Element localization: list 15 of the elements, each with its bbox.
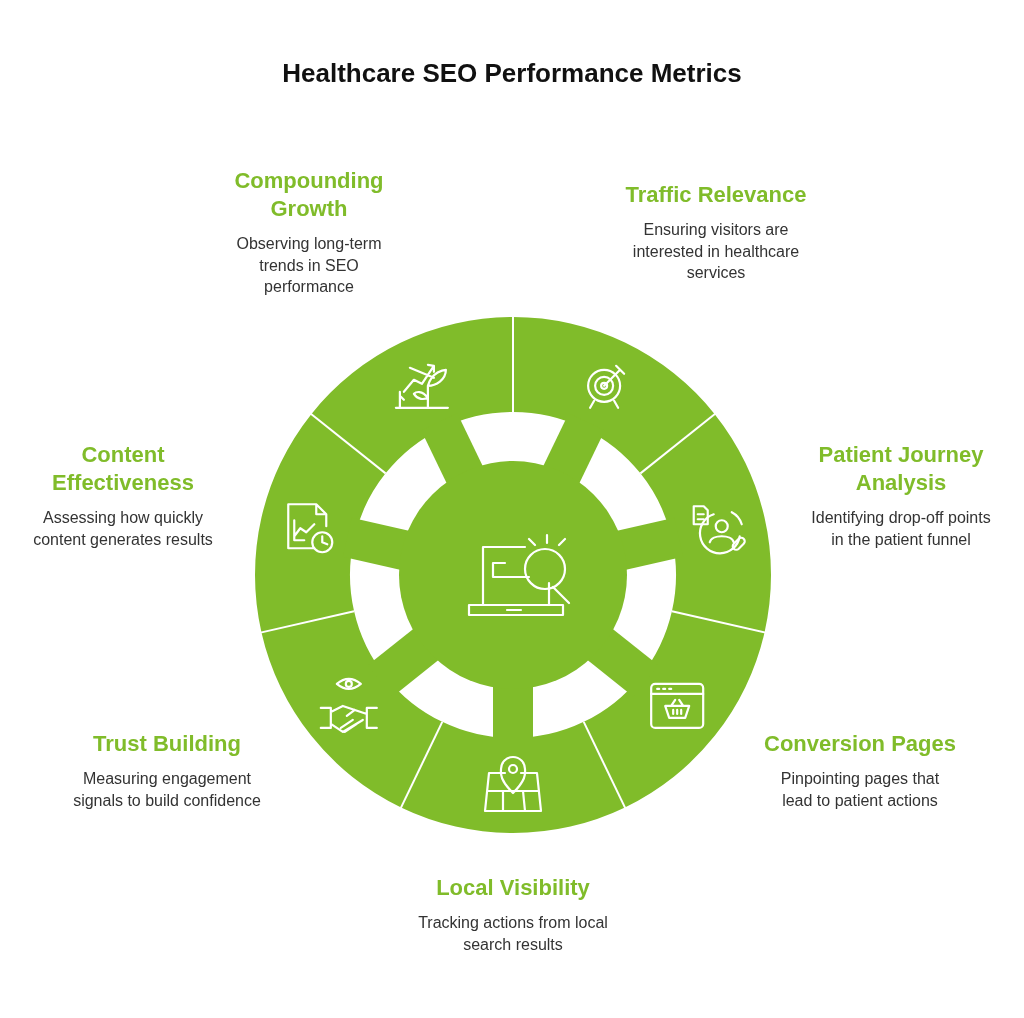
metric-description: Assessing how quickly content generates results [32, 508, 214, 550]
metric-description: Tracking actions from local search results [417, 913, 609, 955]
metric-heading: Conversion Pages [763, 730, 957, 758]
metric-description: Ensuring visitors are interested in healthcare services [631, 220, 801, 283]
metric-heading: Trust Building [92, 730, 242, 758]
metric-heading: Traffic Relevance [624, 181, 808, 209]
metric-description: Observing long-term trends in SEO performance [235, 234, 383, 297]
metric-heading: Compounding Growth [233, 167, 385, 223]
diagram-title: Healthcare SEO Performance Metrics [281, 58, 743, 89]
metric-heading: Patient Journey Analysis [817, 441, 985, 497]
metric-heading: Local Visibility [435, 874, 591, 902]
metric-description: Identifying drop-off points in the patient funnel [810, 508, 992, 550]
metric-description: Measuring engagement signals to build confidence [72, 769, 262, 811]
metric-heading: Content Effectiveness [51, 441, 195, 497]
metric-description: Pinpointing pages that lead to patient actions [779, 769, 941, 811]
